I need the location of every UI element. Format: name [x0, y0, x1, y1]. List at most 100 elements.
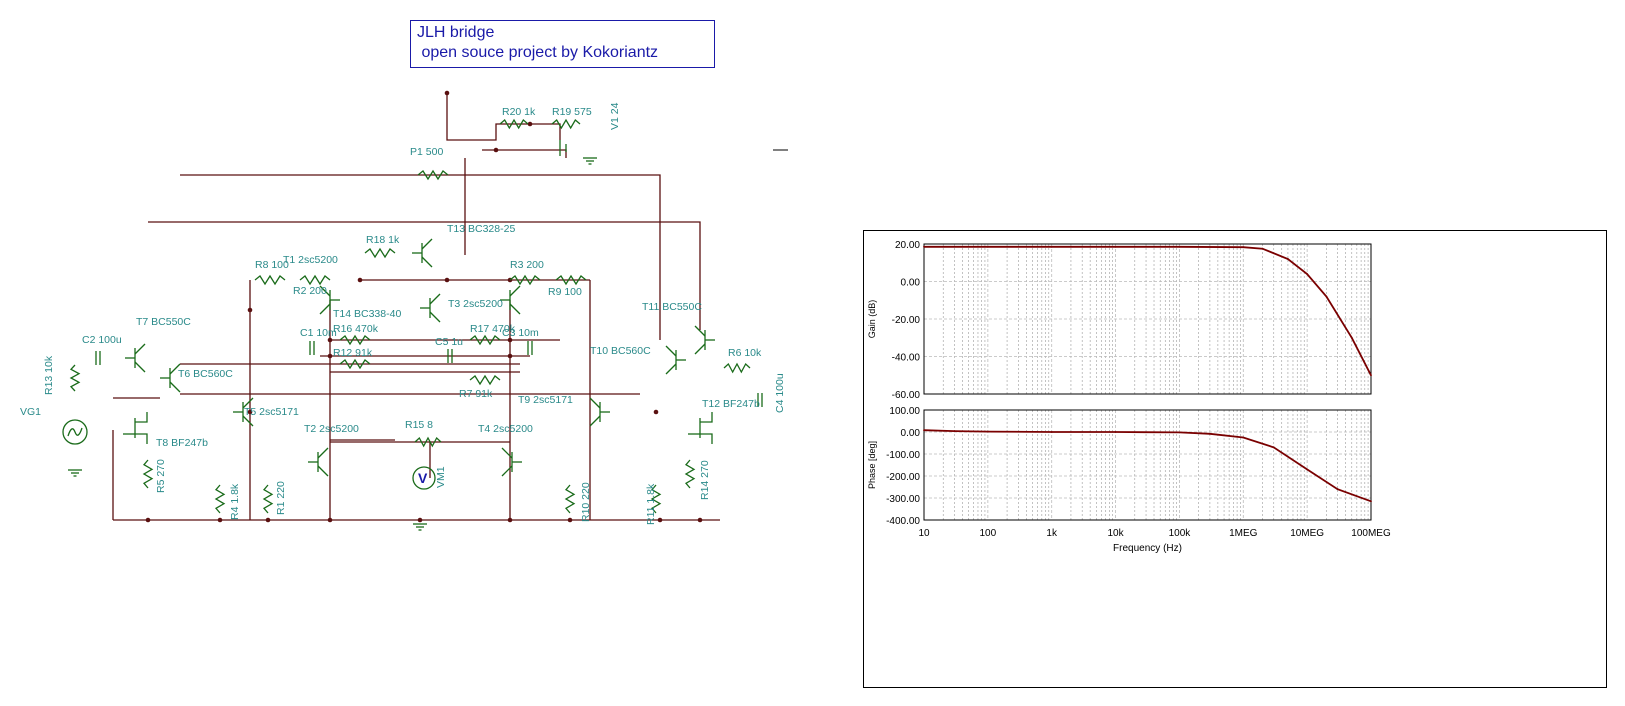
schematic-title: JLH bridge open souce project by Kokoria… — [410, 20, 715, 68]
title-line-2: open souce project by Kokoriantz — [417, 44, 659, 61]
junction-dot — [567, 517, 573, 523]
component-label: R16 470k — [333, 323, 379, 335]
y-tick-label: -60.00 — [892, 390, 921, 401]
y-tick-label: 100.00 — [889, 406, 920, 417]
component-label: R17 470k — [470, 323, 516, 335]
junction-dot — [357, 277, 363, 283]
component-label: T13 BC328-25 — [447, 223, 515, 235]
plot-window — [863, 230, 1607, 688]
component-label: R8 100 — [255, 259, 289, 271]
data-point — [987, 245, 989, 248]
resistor — [499, 118, 529, 130]
junction-dot — [444, 277, 450, 283]
component-label: C2 100u — [82, 334, 122, 346]
component-label: T10 BC560C — [590, 345, 651, 357]
data-point — [1050, 245, 1053, 248]
transistor — [233, 397, 254, 427]
x-tick-label: 1MEG — [1229, 528, 1258, 539]
component-label: V1 24 — [609, 102, 621, 130]
junction-dot — [493, 147, 499, 153]
data-point — [1350, 336, 1353, 339]
y-tick-label: -100.00 — [886, 450, 920, 461]
data-point — [1336, 488, 1339, 491]
y-axis-label: Phase [deg] — [867, 441, 877, 489]
junction-dot — [217, 517, 223, 523]
resistor — [339, 334, 371, 346]
series-line — [923, 429, 1372, 503]
junction-dot — [145, 517, 151, 523]
component-label: VG1 — [20, 406, 41, 418]
junction-dot — [507, 353, 513, 359]
wire — [148, 221, 701, 330]
x-tick-label: 10 — [918, 528, 930, 539]
data-point — [1209, 432, 1211, 435]
data-point — [1050, 431, 1053, 433]
transistor — [500, 285, 521, 315]
component-label: T7 BC550C — [136, 316, 191, 328]
resistor — [650, 484, 662, 514]
component-label: R13 10k — [43, 355, 55, 395]
transistor — [160, 363, 181, 393]
component-label: T2 2sc5200 — [304, 423, 359, 435]
component-label: R1 220 — [275, 481, 287, 515]
junction-dot — [417, 517, 423, 523]
junction-dot — [507, 517, 513, 523]
resistor — [262, 484, 274, 514]
plot-area — [923, 409, 1372, 521]
transistor — [420, 293, 441, 323]
component-label: R3 200 — [510, 259, 544, 271]
junction-dot — [527, 121, 533, 127]
y-tick-label: -40.00 — [892, 353, 921, 364]
resistor — [564, 484, 576, 514]
plot-1: 100.000.00-100.00-200.00-300.00-400.00Ph… — [867, 406, 1372, 527]
resistor — [339, 358, 371, 370]
component-label: C3 10m — [502, 327, 539, 339]
data-point — [1114, 245, 1117, 248]
component-label: R10 220 — [580, 482, 592, 522]
junction-dot — [657, 517, 663, 523]
x-tick-label: 10MEG — [1290, 528, 1324, 539]
resistor — [509, 274, 541, 286]
jfet — [123, 412, 148, 444]
resistor — [684, 459, 696, 489]
transistor — [125, 343, 146, 373]
component-label: R11 1.8k — [645, 483, 657, 525]
y-axis-label: Gain (dB) — [867, 300, 877, 339]
component-label: T5 2sc5171 — [244, 406, 299, 418]
resistor — [142, 459, 154, 489]
wire — [180, 174, 661, 340]
component-label: R12 91k — [333, 347, 373, 359]
y-tick-label: 0.00 — [901, 428, 921, 439]
component-label: T11 BC550C — [642, 301, 702, 313]
transistor — [319, 285, 340, 315]
data-point — [1370, 500, 1372, 503]
transistor — [665, 345, 686, 375]
junction-dot — [265, 517, 271, 523]
transistor — [412, 238, 433, 268]
component-label: R2 200 — [293, 285, 327, 297]
component-label: R5 270 — [155, 459, 167, 493]
title-line-1: JLH bridge — [417, 24, 495, 41]
junction-dot — [697, 517, 703, 523]
voltmeter-icon — [412, 466, 436, 490]
component-label: VM1 — [435, 466, 447, 488]
resistor — [414, 436, 442, 448]
resistor — [299, 274, 331, 286]
data-point — [923, 245, 925, 248]
x-tick-label: 100 — [980, 528, 997, 539]
junction-dot — [507, 337, 513, 343]
transistor — [308, 447, 329, 477]
y-tick-label: -300.00 — [886, 494, 920, 505]
ac-source-icon — [62, 419, 88, 445]
transistor — [589, 397, 610, 427]
transistor — [501, 447, 522, 477]
component-label: R9 100 — [548, 286, 582, 298]
voltmeter-v-icon: V — [418, 470, 428, 486]
resistor — [723, 362, 751, 374]
junction-dot — [444, 90, 450, 96]
component-label: R15 8 — [405, 419, 433, 431]
